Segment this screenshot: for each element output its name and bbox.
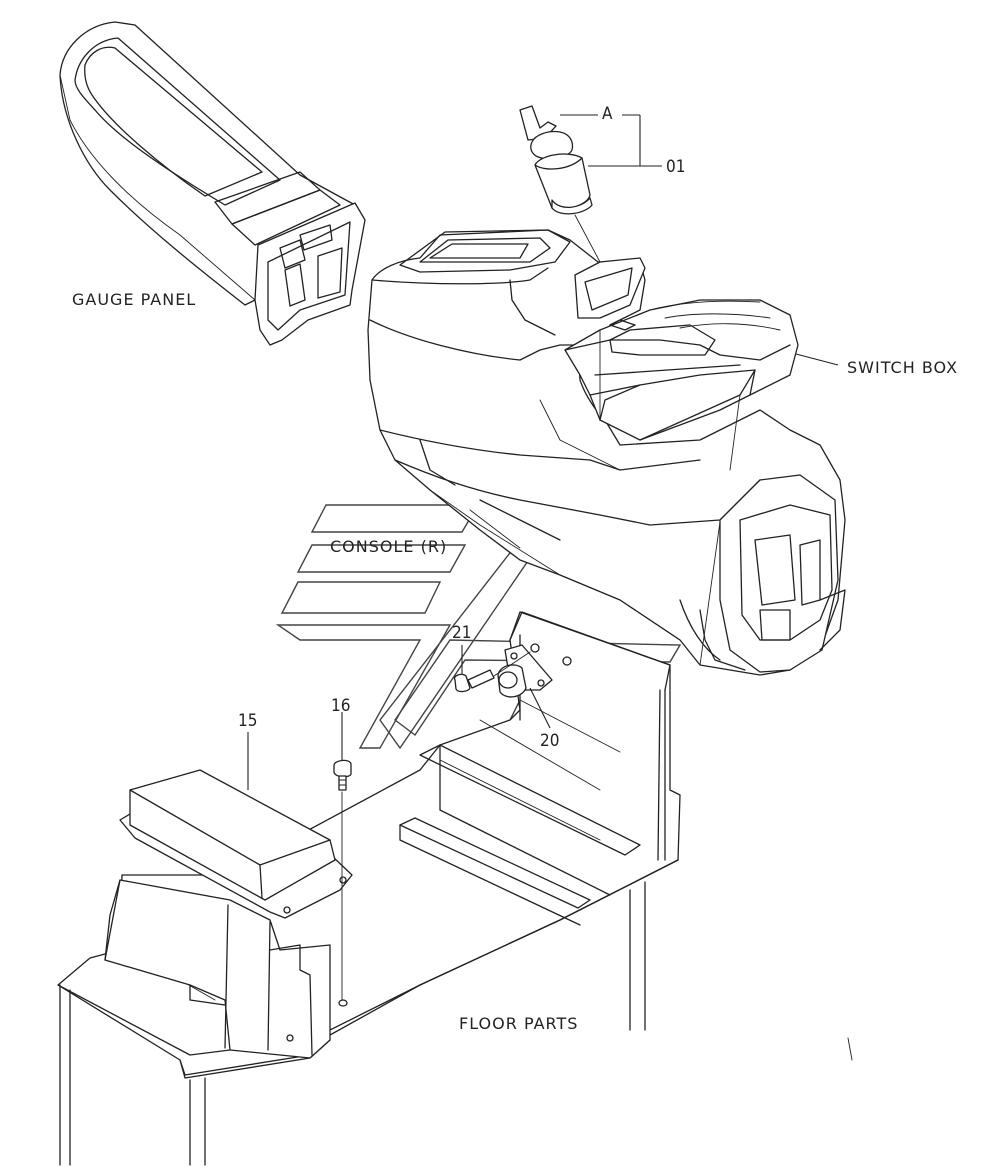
console-r-part xyxy=(367,229,846,676)
callout-a: A xyxy=(602,104,613,124)
callout-15: 15 xyxy=(238,711,258,731)
callout-21: 21 xyxy=(452,623,472,643)
callout-20: 20 xyxy=(540,731,560,751)
console-r-label: CONSOLE (R) xyxy=(330,537,448,556)
gauge-panel-label: GAUGE PANEL xyxy=(72,290,197,309)
part-15-cover xyxy=(119,769,353,919)
leader-lines xyxy=(247,114,839,790)
switch-box-label: SWITCH BOX xyxy=(847,358,959,377)
key-switch-part xyxy=(519,105,623,321)
gauge-panel-part xyxy=(59,21,366,346)
part-20-21-switch xyxy=(453,643,572,698)
part-16-bolt xyxy=(333,759,352,1001)
callout-01: 01 xyxy=(666,157,686,177)
floor-parts-part xyxy=(57,611,853,1166)
switch-box-part xyxy=(564,257,799,471)
floor-parts-label: FLOOR PARTS xyxy=(459,1014,579,1033)
callout-16: 16 xyxy=(331,696,351,716)
